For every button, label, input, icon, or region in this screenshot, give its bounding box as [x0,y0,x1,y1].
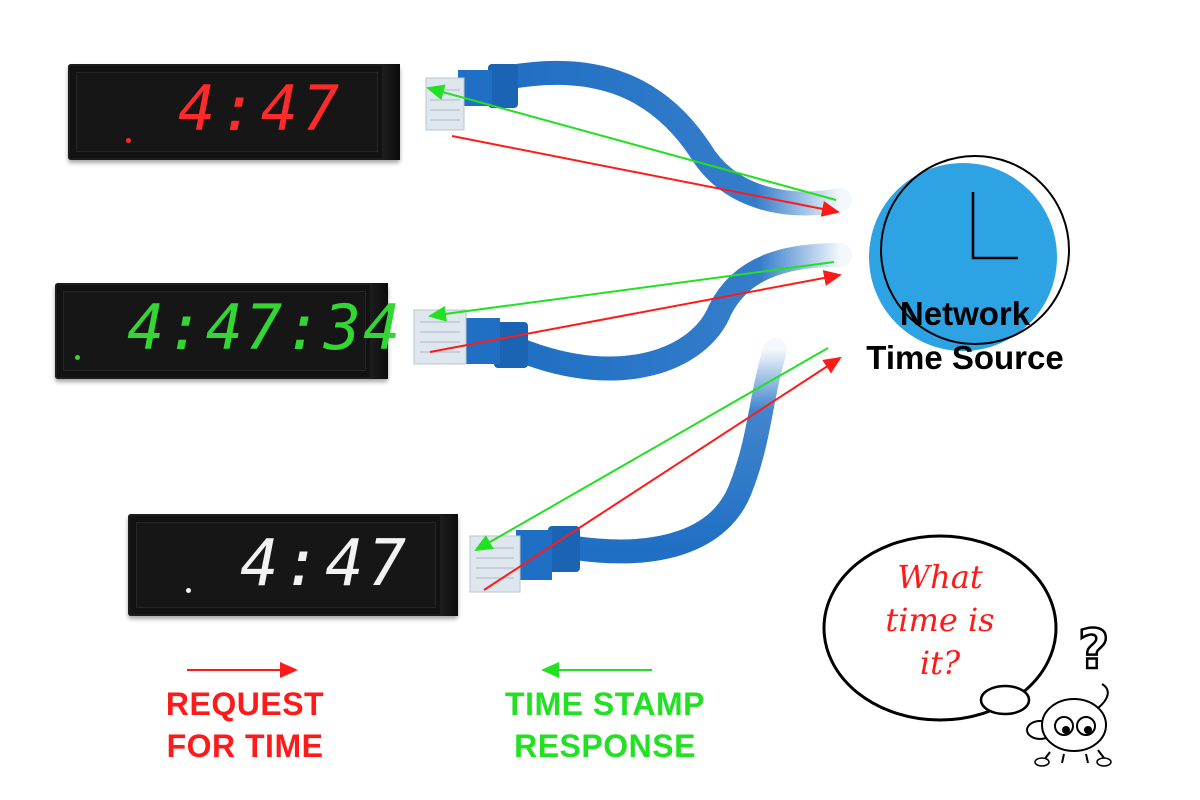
clock-time: 4:47 [178,72,344,145]
led-clock-green: 4:47:34 [55,283,400,379]
network-clock-icon [869,155,1070,351]
thinking-character-icon: ? [1034,617,1112,767]
legend-response-line2: RESPONSE [514,728,696,764]
response-arrows [426,84,837,678]
clock-side [382,64,400,160]
bubble-line2: time is [885,601,995,639]
bubble-line3: it? [919,644,961,682]
time-source-label: Network Time Source [848,292,1082,380]
legend-response: TIME STAMP RESPONSE [470,683,740,767]
time-source-line2: Time Source [866,339,1064,376]
clock-side [440,514,458,616]
legend-request-line1: REQUEST [165,686,325,722]
status-dot [126,138,131,143]
cable-3 [469,338,787,593]
time-source-line1: Network [899,295,1031,332]
led-clock-white: 4:47 [128,514,458,616]
legend-request: REQUEST FOR TIME [140,683,350,767]
led-clock-red: 4:47 [68,64,400,160]
status-dot [75,355,80,360]
status-dot [186,588,191,593]
legend-response-line1: TIME STAMP [505,686,705,722]
bubble-line1: What [897,558,983,596]
clock-face [136,522,436,608]
clock-face [63,291,366,371]
clock-time: 4:47:34 [127,291,403,364]
question-mark: ? [1078,618,1109,681]
speech-bubble-text: What time is it? [842,556,1038,685]
cable-1 [425,60,852,216]
speech-bubble [822,534,1058,740]
legend-request-line2: FOR TIME [166,728,324,764]
clock-time: 4:47 [240,527,411,601]
request-arrows [187,135,842,678]
clock-side [370,283,388,379]
